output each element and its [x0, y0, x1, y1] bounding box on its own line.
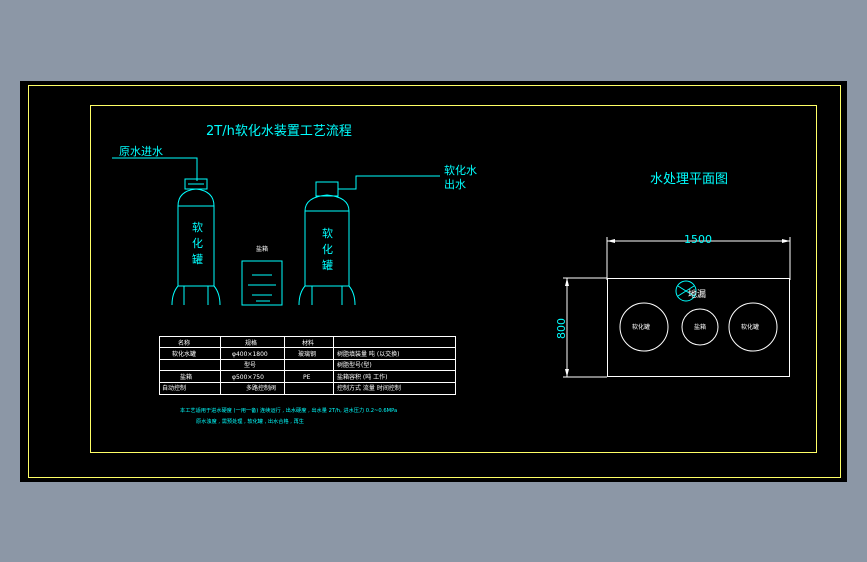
table-r1-c4: 树脂填装量 吨 (以交换): [337, 350, 400, 358]
tank2-char-2: 化: [322, 242, 333, 256]
cad-drawing: 2T/h软化水装置工艺流程 原水进水 软 化 罐 软 化 罐 软化水 出水: [28, 85, 841, 478]
table-header-spec: 规格: [245, 339, 257, 347]
outer-border: [28, 85, 841, 478]
tank2-char-1: 软: [322, 226, 333, 240]
table-header-material: 材料: [302, 339, 314, 347]
drain-label: 地漏: [688, 288, 706, 300]
table-r1-c3: 玻璃钢: [298, 350, 316, 358]
plan-softener-left-label: 软化罐: [632, 323, 650, 331]
plan-softener-left: [619, 302, 669, 352]
width-dimension-label: 1500: [684, 233, 712, 246]
tank1-char-2: 化: [192, 236, 203, 250]
cad-viewport[interactable]: 2T/h软化水装置工艺流程 原水进水 软 化 罐 软 化 罐 软化水 出水: [20, 81, 847, 482]
salt-tank: [241, 260, 283, 306]
soft-water-out-label-2: 出水: [444, 177, 466, 191]
plan-softener-right-label: 软化罐: [741, 323, 759, 331]
spec-table: [159, 336, 456, 395]
softener-tank-2: [298, 181, 356, 306]
plan-room: [607, 278, 790, 377]
table-r2-c4: 树脂型号(型): [337, 361, 372, 369]
height-dimension-label: 800: [555, 318, 568, 339]
table-r4-c4: 控制方式 流量 时间控制: [337, 384, 401, 392]
soft-water-outlet-pipe: [338, 175, 440, 190]
table-r4-c2: 多路控制阀: [246, 384, 276, 392]
tank1-char-1: 软: [192, 220, 203, 234]
diagram-title: 2T/h软化水装置工艺流程: [206, 124, 352, 139]
inner-border: [90, 105, 817, 453]
table-r2-c2: 型号: [244, 361, 256, 369]
tank1-char-3: 罐: [192, 253, 203, 266]
tank2-char-3: 罐: [322, 259, 333, 272]
raw-water-in-label: 原水进水: [119, 145, 163, 158]
salt-tank-label: 盐箱: [256, 245, 268, 253]
raw-water-inlet-pipe: [112, 157, 198, 181]
table-r3-c3: PE: [303, 374, 311, 381]
plan-salt-tank: [681, 308, 719, 346]
table-r1-c1: 软化水罐: [172, 350, 196, 358]
table-r3-c4: 盐箱容积 (吨 工作): [337, 373, 388, 381]
softener-tank-1: [171, 178, 221, 306]
drain-symbol: [675, 280, 697, 302]
plan-salt-tank-label: 盐箱: [694, 323, 706, 331]
plan-title: 水处理平面图: [650, 172, 728, 187]
table-r1-c2: φ400×1800: [232, 351, 268, 358]
table-r4-c1: 自动控制: [162, 384, 186, 392]
table-r3-c2: φ500×750: [232, 374, 264, 381]
plan-softener-right: [728, 302, 778, 352]
table-header-name: 名称: [178, 339, 190, 347]
table-r3-c1: 盐箱: [180, 373, 192, 381]
width-dimension: [606, 237, 791, 280]
height-dimension: [563, 277, 607, 378]
note-line-2: 原水浊度 , 需预处理 , 软化罐 , 出水合格 , 再生: [196, 417, 304, 425]
note-line-1: 本工艺适用于进水硬度 (一用一备) 连续运行 , 出水硬度 , 出水量 2T/h…: [180, 406, 397, 414]
soft-water-out-label-1: 软化水: [444, 163, 477, 177]
